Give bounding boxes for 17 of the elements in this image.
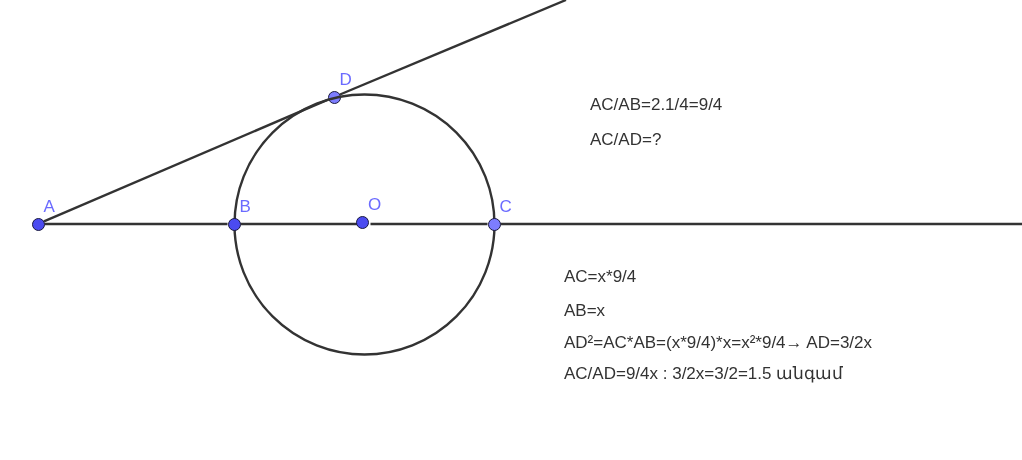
formula-text: AC/AD=? [590,130,662,150]
line-segment [500,222,1022,226]
point-label: O [368,195,382,215]
line-segment [370,222,488,226]
point-label: A [43,196,55,217]
point-label: B [239,196,251,217]
line-segment [339,0,567,96]
line-segment [44,222,228,226]
formula-text: AC=x*9/4 [564,267,637,287]
line-segment [240,222,358,226]
point-label: D [339,69,352,90]
formula-text: AB=x [564,301,606,321]
formula-text: AC/AD=9/4x : 3/2x=3/2=1.5 անգամ [564,364,844,384]
line-segment [43,98,329,223]
formula-text: AC/AB=2.1/4=9/4 [590,95,723,115]
point-label: C [499,196,512,217]
formula-text: AD²=AC*AB=(x*9/4)*x=x²*9/4→ AD=3/2x [564,333,873,353]
